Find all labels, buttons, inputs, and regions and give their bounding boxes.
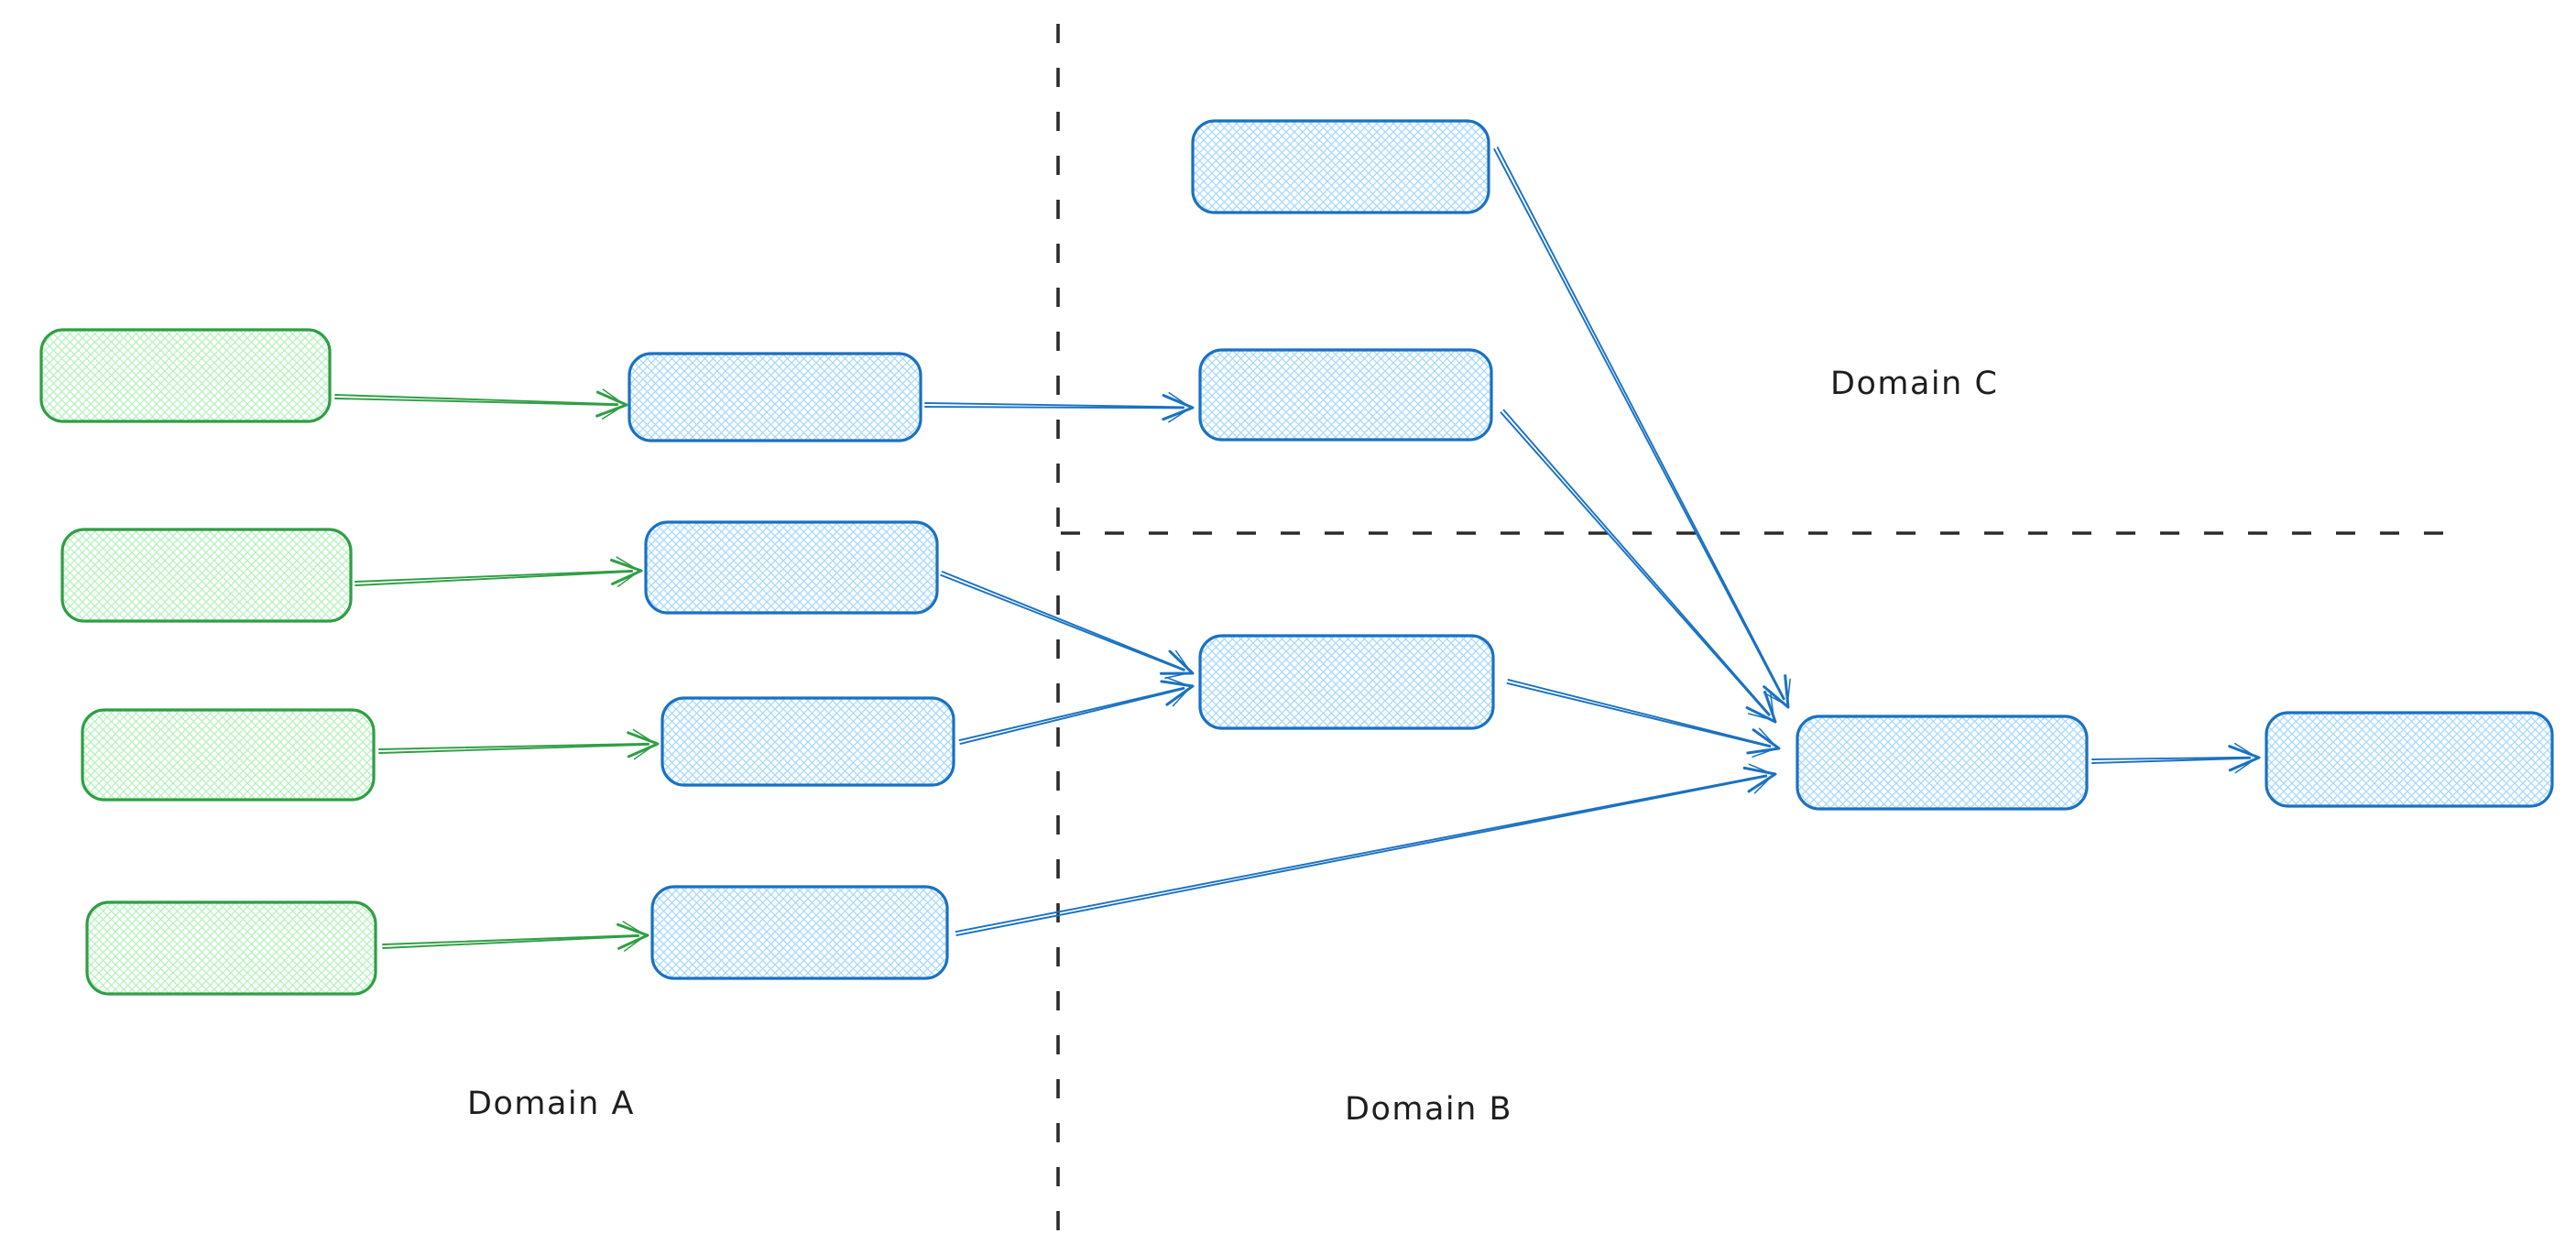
diagram-labels: Domain A Domain B Domain C bbox=[467, 366, 1998, 1128]
domain-dividers bbox=[1056, 24, 2444, 1242]
domain-a-green-box-1 bbox=[39, 328, 332, 423]
domain-a-blue-box-2 bbox=[644, 520, 939, 615]
domain-b-box-1 bbox=[1198, 634, 1495, 730]
domain-a-blue-box-3 bbox=[660, 696, 955, 787]
blue-arrow-6 bbox=[1500, 409, 1777, 724]
green-arrow-1 bbox=[333, 388, 628, 420]
blue-arrow-5 bbox=[1493, 147, 1791, 709]
domain-a-blue-box-1 bbox=[628, 352, 922, 442]
domain-c-box-1 bbox=[1191, 119, 1490, 214]
diagram-nodes bbox=[39, 119, 2554, 996]
domain-c-box-2 bbox=[1198, 348, 1493, 442]
domain-c-label: Domain C bbox=[1830, 366, 1998, 402]
domain-b-label: Domain B bbox=[1345, 1091, 1512, 1128]
domain-a-green-box-2 bbox=[60, 528, 353, 623]
blue-arrow-4 bbox=[955, 763, 1777, 936]
blue-arrow-2 bbox=[940, 571, 1195, 680]
domain-b-output-box bbox=[2265, 711, 2554, 808]
diagram-arrows bbox=[333, 147, 2261, 952]
blue-arrow-1 bbox=[924, 391, 1195, 423]
domain-a-label: Domain A bbox=[467, 1086, 635, 1122]
blue-arrow-3 bbox=[958, 676, 1195, 745]
domain-a-green-box-4 bbox=[85, 900, 377, 996]
blue-arrow-7 bbox=[1506, 679, 1781, 758]
blue-arrow-8 bbox=[2091, 742, 2261, 774]
green-arrow-3 bbox=[377, 728, 660, 760]
green-arrow-4 bbox=[381, 921, 649, 952]
domain-a-blue-box-4 bbox=[650, 885, 949, 980]
domain-a-green-box-3 bbox=[81, 708, 376, 802]
green-arrow-2 bbox=[354, 556, 643, 587]
domain-b-hub-box bbox=[1796, 715, 2089, 811]
